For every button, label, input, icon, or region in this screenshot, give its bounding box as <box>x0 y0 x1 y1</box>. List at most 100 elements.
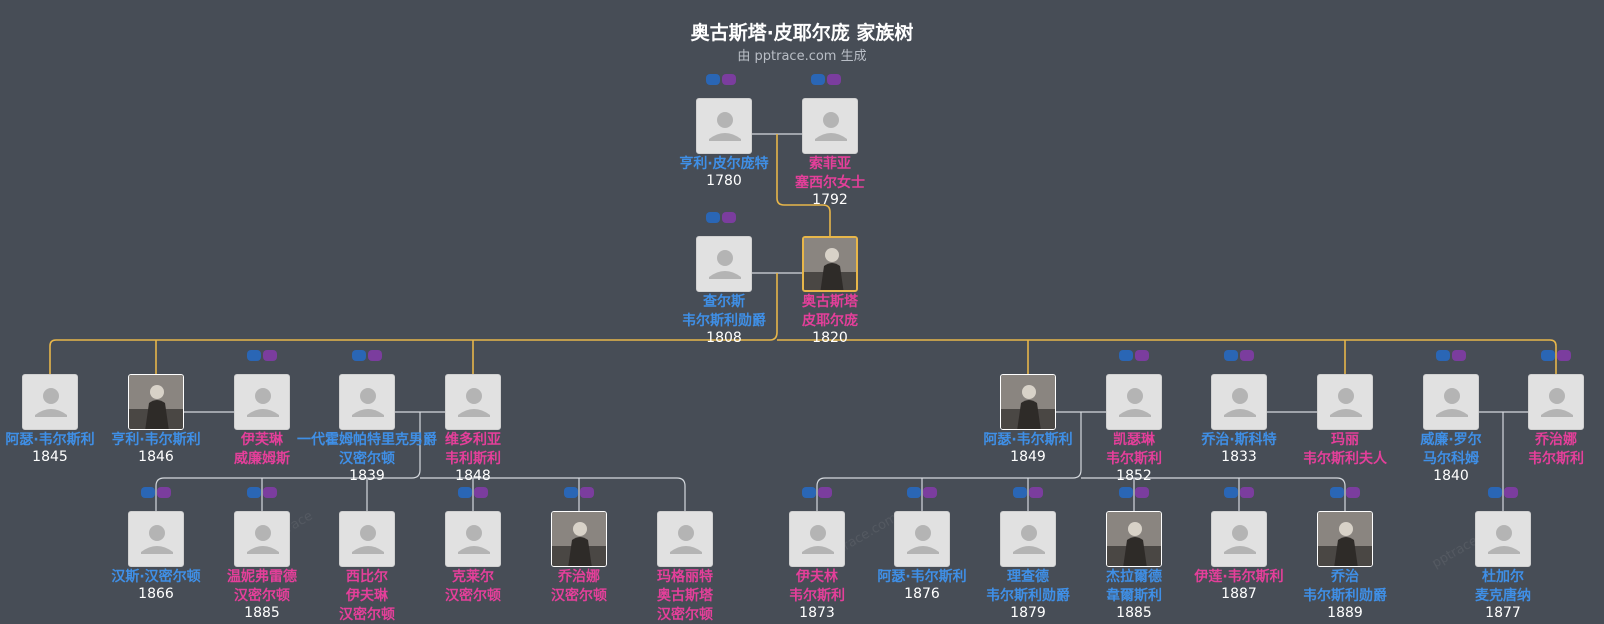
person-card[interactable]: 伊芙琳威廉姆斯 <box>192 374 332 468</box>
relation-toggle-icon[interactable] <box>564 487 594 498</box>
relation-toggle-icon[interactable] <box>706 74 736 85</box>
page-subtitle: 由 pptrace.com 生成 <box>737 49 867 64</box>
person-name: 阿瑟·韦尔斯利 <box>5 432 95 448</box>
person-card[interactable]: 西比尔伊夫琳汉密尔顿 <box>297 511 437 624</box>
person-card[interactable]: 克莱尔汉密尔顿 <box>403 511 543 605</box>
person-name: 阿瑟·韦尔斯利 <box>983 432 1073 448</box>
person-name: 皮耶尔庞 <box>802 313 858 329</box>
connector-line <box>777 339 1557 374</box>
relation-toggle-icon[interactable] <box>247 350 277 361</box>
relation-toggle-icon[interactable] <box>1488 487 1518 498</box>
person-photo <box>1000 374 1056 430</box>
person-year: 1849 <box>1010 449 1046 465</box>
person-name: 韋爾斯利 <box>1106 588 1162 604</box>
connector-line <box>769 273 778 341</box>
person-name: 温妮弗雷德 <box>227 569 297 585</box>
person-name: 麦克唐纳 <box>1475 588 1531 604</box>
person-name: 维多利亚 <box>445 432 501 448</box>
person-year: 1879 <box>1010 605 1046 621</box>
person-name: 亨利·韦尔斯利 <box>111 432 201 448</box>
relation-toggle-icon[interactable] <box>1541 350 1571 361</box>
person-name: 凯瑟琳 <box>1113 432 1155 448</box>
relation-toggle-icon[interactable] <box>1330 487 1360 498</box>
person-name: 杜加尔 <box>1482 569 1524 585</box>
relation-toggle-icon[interactable] <box>141 487 171 498</box>
person-name: 汉密尔顿 <box>445 588 501 604</box>
person-name: 查尔斯 <box>703 294 745 310</box>
relation-toggle-icon[interactable] <box>907 487 937 498</box>
person-year: 1792 <box>812 192 848 208</box>
person-name: 韦尔斯利勋爵 <box>682 313 766 329</box>
relation-toggle-icon[interactable] <box>458 487 488 498</box>
relation-toggle-icon[interactable] <box>802 487 832 498</box>
person-card[interactable]: 乔治娜汉密尔顿 <box>509 511 649 605</box>
person-year: 1848 <box>455 468 491 484</box>
relation-toggle-icon[interactable] <box>1119 487 1149 498</box>
person-photo <box>1106 511 1162 567</box>
connector-line <box>776 134 831 236</box>
person-name: 一代霍姆帕特里克男爵 <box>297 432 437 448</box>
person-name: 伊夫林 <box>796 569 838 585</box>
person-year: 1845 <box>32 449 68 465</box>
person-year: 1840 <box>1433 468 1469 484</box>
relation-toggle-icon[interactable] <box>1436 350 1466 361</box>
relation-toggle-icon[interactable] <box>352 350 382 361</box>
person-name: 威廉姆斯 <box>234 451 290 467</box>
person-card[interactable]: 玛丽韦尔斯利夫人 <box>1275 374 1415 468</box>
person-name: 汉密尔顿 <box>551 588 607 604</box>
person-name: 杰拉爾德 <box>1106 569 1162 585</box>
connector-line <box>49 339 770 374</box>
relation-toggle-icon[interactable] <box>1224 487 1254 498</box>
person-name: 乔治娜 <box>558 569 600 585</box>
person-placeholder-icon <box>789 511 845 567</box>
person-placeholder-icon <box>1475 511 1531 567</box>
person-name: 汉斯·汉密尔顿 <box>111 569 201 585</box>
person-name: 玛格丽特 <box>657 569 713 585</box>
person-placeholder-icon <box>128 511 184 567</box>
person-year: 1833 <box>1221 449 1257 465</box>
person-name: 伊夫琳 <box>346 588 388 604</box>
relation-toggle-icon[interactable] <box>706 212 736 223</box>
relation-toggle-icon[interactable] <box>1119 350 1149 361</box>
person-card[interactable]: 乔治娜韦尔斯利 <box>1486 374 1604 468</box>
person-placeholder-icon <box>234 511 290 567</box>
relation-toggle-icon[interactable] <box>1224 350 1254 361</box>
relation-toggle-icon[interactable] <box>1013 487 1043 498</box>
person-name: 理查德 <box>1007 569 1049 585</box>
person-placeholder-icon <box>894 511 950 567</box>
person-photo <box>802 236 858 292</box>
person-name: 奥古斯塔 <box>802 294 858 310</box>
connector-line <box>1072 412 1082 479</box>
person-name: 汉密尔顿 <box>339 607 395 623</box>
person-placeholder-icon <box>657 511 713 567</box>
person-name: 韦利斯利 <box>445 451 501 467</box>
relation-toggle-icon[interactable] <box>811 74 841 85</box>
person-year: 1873 <box>799 605 835 621</box>
relation-toggle-icon[interactable] <box>247 487 277 498</box>
person-card[interactable]: 玛格丽特奥古斯塔汉密尔顿 <box>615 511 755 624</box>
person-name: 伊莲·韦尔斯利 <box>1194 569 1284 585</box>
person-placeholder-icon <box>696 98 752 154</box>
